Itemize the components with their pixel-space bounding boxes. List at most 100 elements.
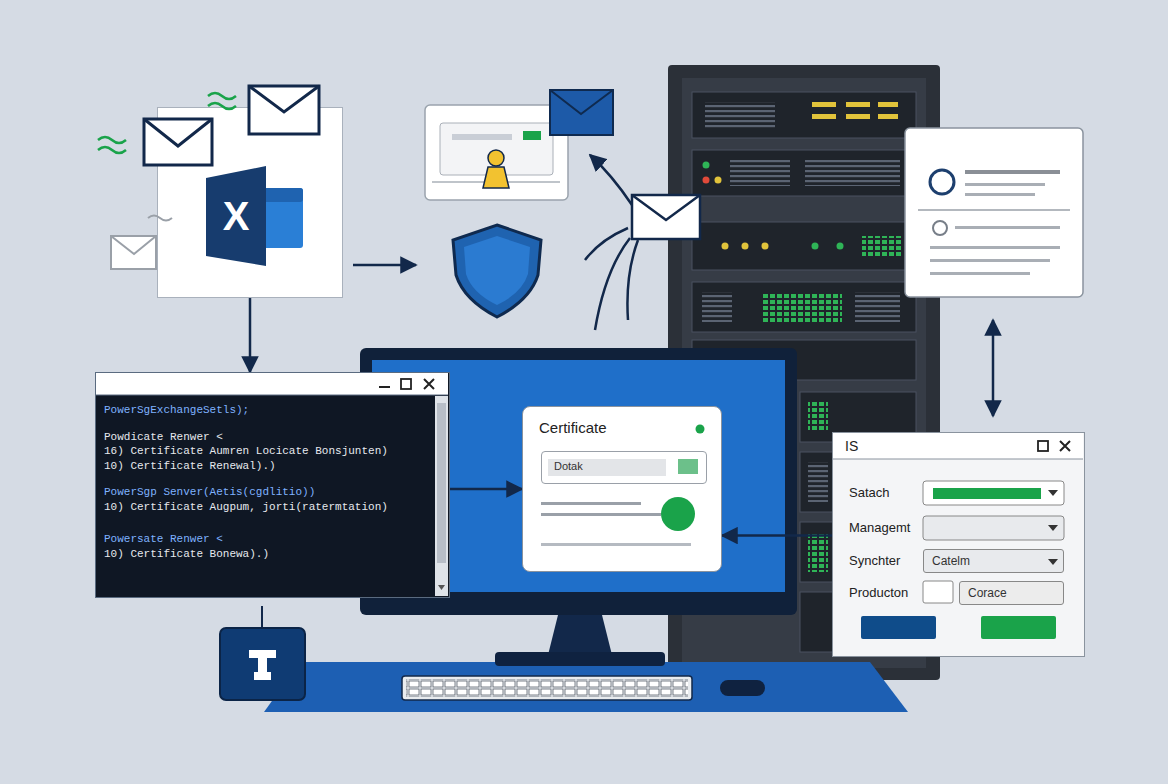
mail-app-box-decor-part <box>249 86 319 112</box>
iis-panel-decor-part <box>1048 525 1058 531</box>
certificate-card: CertificateDotak <box>522 406 722 572</box>
server-rack-part <box>762 292 842 322</box>
iis-panel-text: Producton <box>849 585 908 600</box>
server-rack-part <box>878 114 898 119</box>
certificate-card-icon-part <box>523 131 541 140</box>
server-rack-part <box>862 236 902 258</box>
powershell-window-decor-part <box>401 379 411 389</box>
iis-panel-text: IS <box>845 438 858 454</box>
server-rack-part <box>808 532 828 572</box>
input-field: Dotak <box>541 451 707 484</box>
input-field-decor-part <box>548 459 666 476</box>
server-rack-part <box>808 402 828 432</box>
powershell-window: PowerSgExchangeSetls);Powdicate Renwer <… <box>95 372 450 598</box>
info-card-part <box>965 183 1045 186</box>
workstation-part <box>406 679 688 697</box>
iis-panel-decor-part <box>861 616 936 639</box>
iis-panel-decor-part <box>1048 490 1058 496</box>
info-card-part <box>965 193 1035 196</box>
info-card-part <box>930 272 1030 275</box>
envelope-icon-part <box>627 240 638 320</box>
iis-panel-text: Managemt <box>849 520 910 535</box>
powershell-window-decor-part <box>96 395 448 396</box>
server-rack-part <box>805 160 900 186</box>
iis-panel-decor-part <box>923 581 953 603</box>
info-card-part <box>918 209 1070 211</box>
input-field: Corace <box>959 581 1064 605</box>
info-card-part <box>965 170 1060 174</box>
iis-panel-decor-part <box>981 616 1056 639</box>
mail-app-box-decor-part <box>98 137 126 143</box>
server-rack-part <box>705 102 775 128</box>
server-rack-part <box>702 292 732 322</box>
iis-panel-decor-part <box>923 516 1064 540</box>
server-rack-part <box>855 292 900 322</box>
envelope-icon-part <box>632 195 700 239</box>
shield-icon-part <box>464 236 530 305</box>
iis-panel-decor-part <box>933 488 1041 499</box>
iis-panel-decor-part <box>923 481 1064 505</box>
iis-panel-decor-part <box>1038 441 1048 451</box>
padlock-icon-part <box>254 672 271 680</box>
server-rack-part <box>692 150 916 196</box>
certificate-card-decor-part <box>661 497 695 531</box>
certificate-card-icon <box>425 105 568 200</box>
powershell-window-text: Powersate Renwer < <box>104 532 429 547</box>
server-rack-part <box>742 243 749 250</box>
envelope-icon-part <box>632 195 700 220</box>
powershell-window-text: Powdicate Renwer < <box>104 430 429 445</box>
powershell-window-decor-part <box>437 403 446 563</box>
powershell-window-decor-part <box>438 585 445 590</box>
certificate-card-decor-part <box>541 502 641 505</box>
server-rack-part <box>812 102 836 107</box>
iis-panel-text: Synchter <box>849 553 900 568</box>
server-rack-part <box>730 160 790 186</box>
input-field-text: Corace <box>968 586 1007 600</box>
iis-panel-decor-part <box>1060 441 1070 451</box>
server-rack-part <box>692 282 916 332</box>
powershell-window-decor-part <box>424 379 434 389</box>
powershell-window-text: 10) Certificate Augpum, jorti(ratermtati… <box>104 500 429 515</box>
shield-icon-part <box>453 225 541 317</box>
mail-app-box-decor-part <box>111 236 156 254</box>
server-rack-part <box>703 162 710 169</box>
workstation-part <box>720 680 765 696</box>
mail-app-box-decor-part <box>144 119 212 165</box>
info-card-part <box>955 226 1060 229</box>
powershell-window-decor-part <box>96 373 448 395</box>
server-rack-part <box>692 92 916 138</box>
iis-panel-text: Satach <box>849 485 889 500</box>
server-rack-part <box>812 114 836 119</box>
certificate-card-icon-part <box>488 150 504 166</box>
padlock-icon-part <box>220 628 305 700</box>
info-card-part <box>933 221 947 235</box>
info-card <box>905 128 1083 297</box>
envelope-icon-part <box>585 228 628 260</box>
dropdown-field: Catelm <box>923 549 1064 573</box>
server-rack-part <box>762 243 769 250</box>
mail-app-box-decor-part <box>111 236 156 269</box>
mail-app-box-decor-part <box>208 103 236 109</box>
input-field-decor-part <box>678 459 698 474</box>
mail-app-box-decor-part <box>249 86 319 134</box>
certificate-card-decor-part <box>541 513 661 516</box>
iis-panel-decor-part <box>833 433 1083 459</box>
powershell-window-text: 10) Certificate Bonewa).) <box>104 547 429 562</box>
flow-connector <box>249 298 252 372</box>
powershell-window-decor-part <box>379 386 390 388</box>
mail-app-box-decor-part <box>206 166 266 266</box>
dropdown-field-decor-part <box>1048 559 1058 565</box>
server-rack-part <box>846 102 870 107</box>
mail-app-box-decor-part <box>98 147 126 153</box>
flow-arrow <box>353 264 416 267</box>
envelope-icon-part <box>595 238 630 330</box>
server-rack-part <box>878 102 898 107</box>
server-rack-part <box>715 177 722 184</box>
server-rack-part <box>837 243 844 250</box>
flow-connector <box>450 488 522 491</box>
certificate-card-decor-part <box>696 425 705 434</box>
powershell-window-text: PowerSgp Senver(Aetis(cgdlitio)) <box>104 485 429 500</box>
server-rack-part <box>812 243 819 250</box>
envelope-icon-part <box>590 155 632 205</box>
